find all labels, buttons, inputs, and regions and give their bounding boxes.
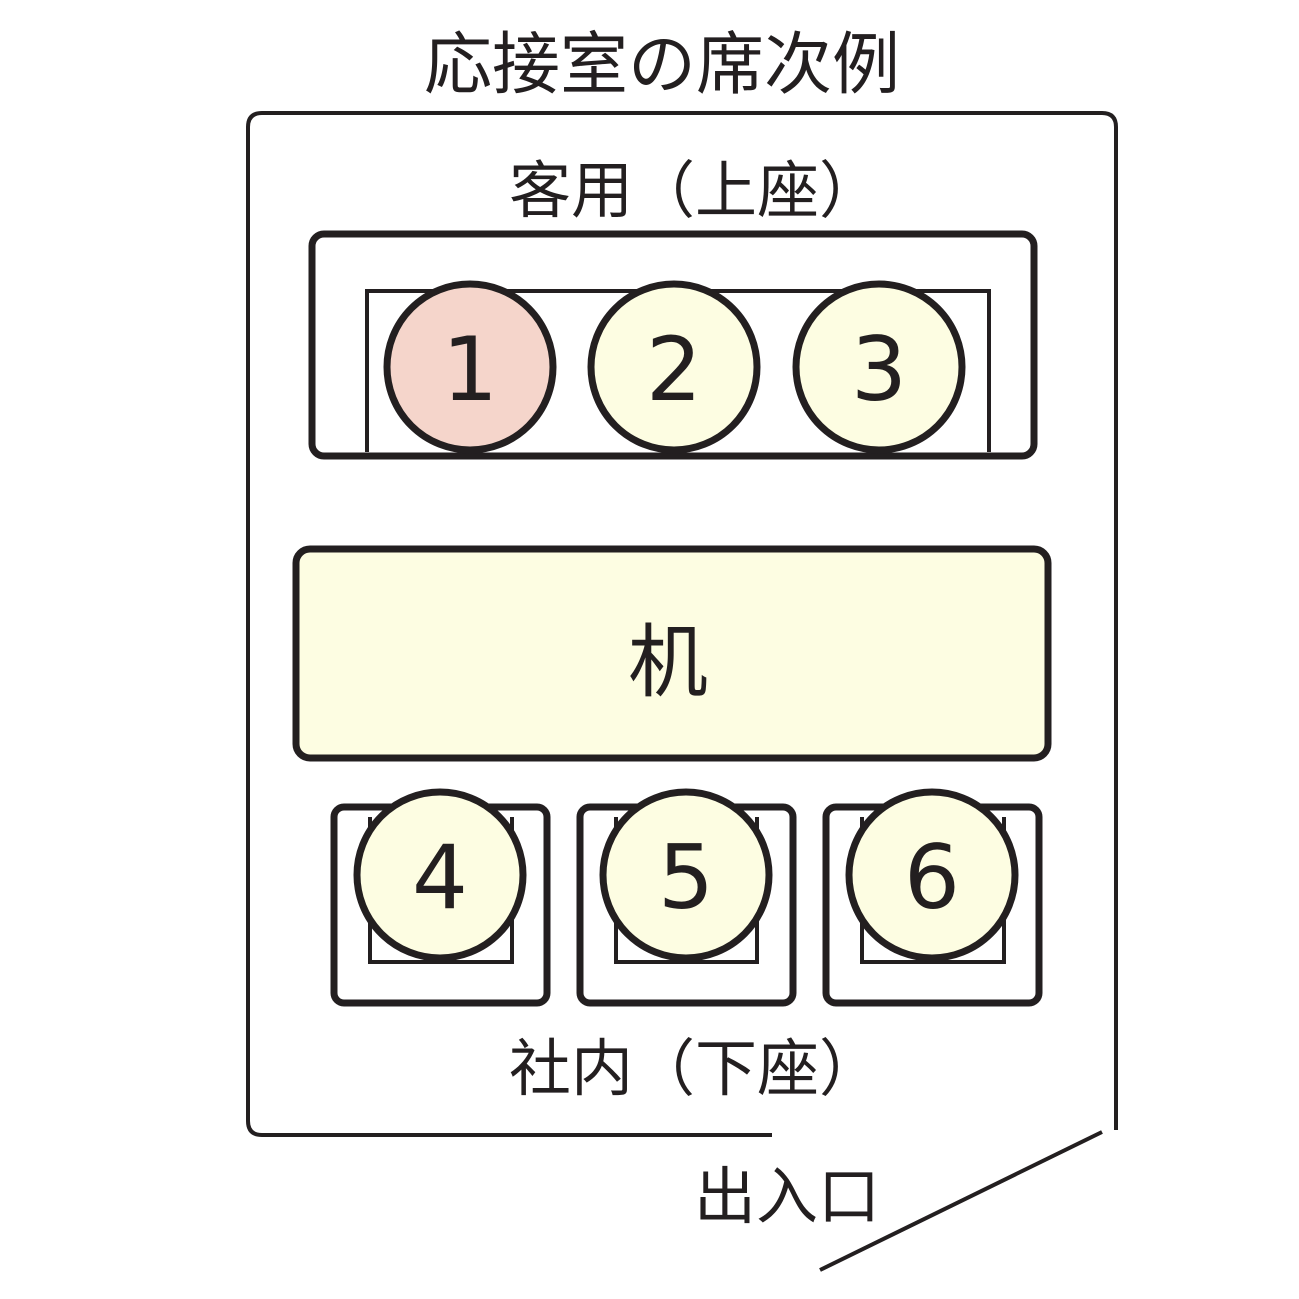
diagram-title: 応接室の席次例: [424, 26, 900, 105]
guest-seat-2-circle: [587, 280, 761, 454]
host-seat-5-circle: [599, 788, 773, 962]
guest-sofa: [308, 230, 1038, 460]
table: [292, 545, 1052, 762]
host-seat-4-circle: [353, 788, 527, 962]
host-area-label: 社内（下座）: [509, 1032, 881, 1105]
door-line: [819, 1130, 1103, 1272]
host-seat-4-number: 4: [412, 826, 468, 929]
entrance-label: 出入口: [694, 1160, 880, 1233]
host-seat-5-number: 5: [658, 826, 714, 929]
guest-seat-3-number: 3: [851, 318, 907, 421]
table-label: 机: [628, 616, 708, 709]
guest-seat-1: 1: [383, 280, 557, 454]
host-chair-4: 4: [330, 788, 551, 1007]
guest-seat-2-number: 2: [646, 318, 702, 421]
guest-area-label: 客用（上座）: [509, 154, 881, 227]
host-chair-5: 5: [576, 788, 797, 1007]
room-outline: [246, 111, 1118, 1137]
guest-seat-1-circle: [383, 280, 557, 454]
guest-seat-3-circle: [792, 280, 966, 454]
host-chair-6: 6: [822, 788, 1043, 1007]
guest-seat-3: 3: [792, 280, 966, 454]
host-seat-6-circle: [845, 788, 1019, 962]
guest-seat-2: 2: [587, 280, 761, 454]
host-seat-6-number: 6: [904, 826, 960, 929]
guest-seat-1-number: 1: [442, 318, 498, 421]
